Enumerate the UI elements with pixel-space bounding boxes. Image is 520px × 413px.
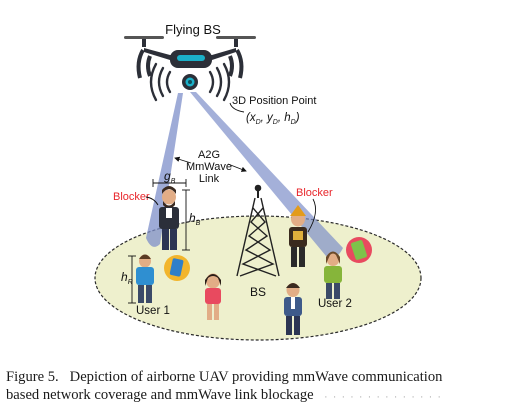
link-label-line2: MmWave bbox=[186, 161, 232, 173]
link-label-arrow-right bbox=[227, 163, 247, 172]
position-label: 3D Position Point bbox=[232, 95, 316, 107]
blocker-left-pointer bbox=[145, 196, 159, 206]
signal-waves-icon bbox=[149, 62, 231, 102]
link-label-line3: Link bbox=[199, 173, 220, 185]
blocker-height-symbol: hB bbox=[189, 211, 201, 227]
bystander-man-icon bbox=[284, 283, 302, 335]
bs-label: BS bbox=[250, 285, 266, 299]
bystander-girl-icon bbox=[205, 273, 221, 320]
figure-caption: Figure 5. Depiction of airborne UAV prov… bbox=[6, 368, 512, 404]
user2-person-icon bbox=[324, 251, 342, 299]
blocker-right-label: Blocker bbox=[296, 187, 333, 199]
mmwave-beam-right bbox=[190, 92, 343, 258]
user1-label: User 1 bbox=[136, 305, 170, 317]
watermark: · · · · · · · · · · · · · · bbox=[322, 391, 445, 403]
blocker-person-left-icon bbox=[159, 186, 179, 250]
mmwave-beam-left bbox=[146, 93, 183, 247]
caption-prefix: Figure 5. bbox=[6, 369, 59, 385]
position-coords: (xD, yD, hD) bbox=[246, 112, 300, 126]
caption-text-line1: Depiction of airborne UAV providing mmWa… bbox=[69, 369, 443, 385]
drone-label: Flying BS bbox=[165, 22, 221, 37]
link-label-arrow-left bbox=[174, 156, 192, 164]
caption-line-1: Figure 5. Depiction of airborne UAV prov… bbox=[6, 368, 512, 386]
caption-line-2: based network coverage and mmWave link b… bbox=[6, 386, 512, 404]
link-label-line1: A2G bbox=[198, 149, 220, 161]
blocker-width-symbol: gB bbox=[164, 169, 176, 185]
base-station-tower-icon bbox=[236, 184, 280, 277]
blocker-person-right-icon bbox=[289, 205, 307, 267]
user-height-symbol: hR bbox=[121, 270, 133, 286]
blocker-left-label: Blocker bbox=[113, 191, 150, 203]
phone-bubble-user1-icon bbox=[164, 255, 190, 281]
position-pointer-line bbox=[229, 102, 245, 113]
user1-person-icon bbox=[136, 254, 154, 303]
user2-label: User 2 bbox=[318, 298, 352, 310]
blocker-right-pointer bbox=[307, 198, 317, 233]
caption-text-line2: based network coverage and mmWave link b… bbox=[6, 387, 314, 403]
phone-bubble-user2-icon bbox=[346, 237, 372, 263]
drone-icon bbox=[124, 36, 256, 90]
